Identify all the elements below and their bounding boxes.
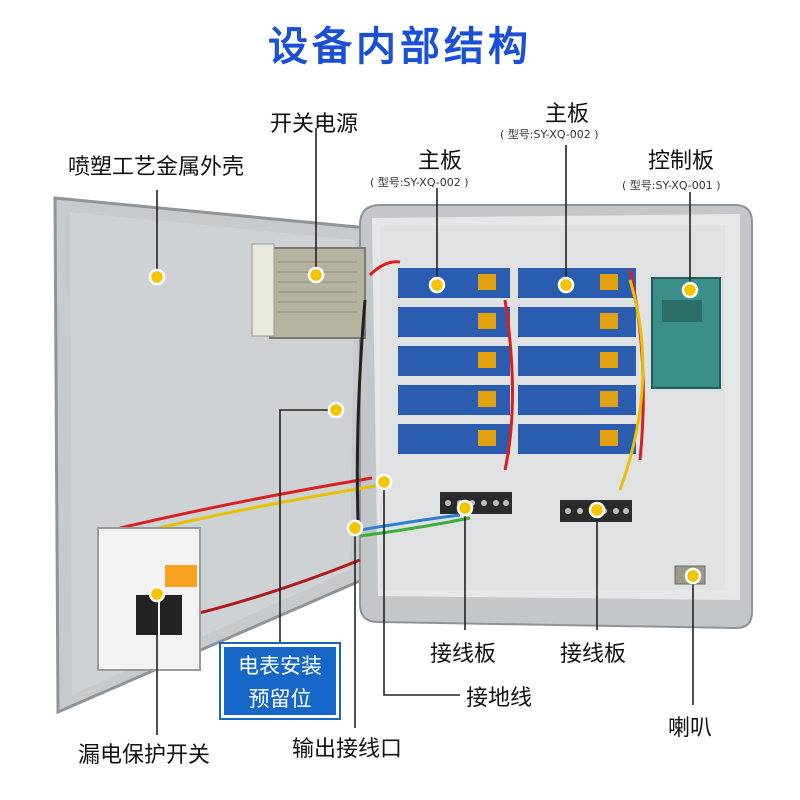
meter-reserved-badge: 电表安装 预留位 (221, 644, 339, 718)
label-metal-shell: 喷塑工艺金属外壳 (68, 155, 245, 180)
label-main-board-2: 主板 (545, 102, 590, 127)
label-terminal-2: 接线板 (560, 642, 627, 667)
label-speaker: 喇叭 (668, 716, 713, 741)
leader-lines (156, 128, 694, 735)
label-terminal-1: 接线板 (430, 642, 497, 667)
main-board-2-stack (518, 268, 636, 454)
label-main-board-2-model: ( 型号:SY-XQ-002 ) (500, 128, 599, 141)
meter-line-2: 预留位 (248, 687, 312, 711)
label-output-port: 输出接线口 (292, 737, 403, 762)
meter-line-1: 电表安装 (238, 654, 322, 678)
power-supply (269, 247, 366, 339)
label-leakage-breaker: 漏电保护开关 (78, 743, 211, 768)
page-title: 设备内部结构 (268, 24, 532, 70)
label-main-board-1-model: ( 型号:SY-XQ-002 ) (370, 176, 469, 189)
label-ground-wire: 接地线 (466, 686, 533, 711)
main-board-1-stack (398, 268, 510, 454)
label-control-board-model: ( 型号:SY-XQ-001 ) (622, 179, 721, 192)
label-control-board: 控制板 (648, 149, 715, 174)
label-power-supply: 开关电源 (270, 112, 359, 137)
leakage-breaker (97, 527, 201, 671)
callout-dots (148, 266, 702, 603)
label-main-board-1: 主板 (418, 149, 463, 174)
